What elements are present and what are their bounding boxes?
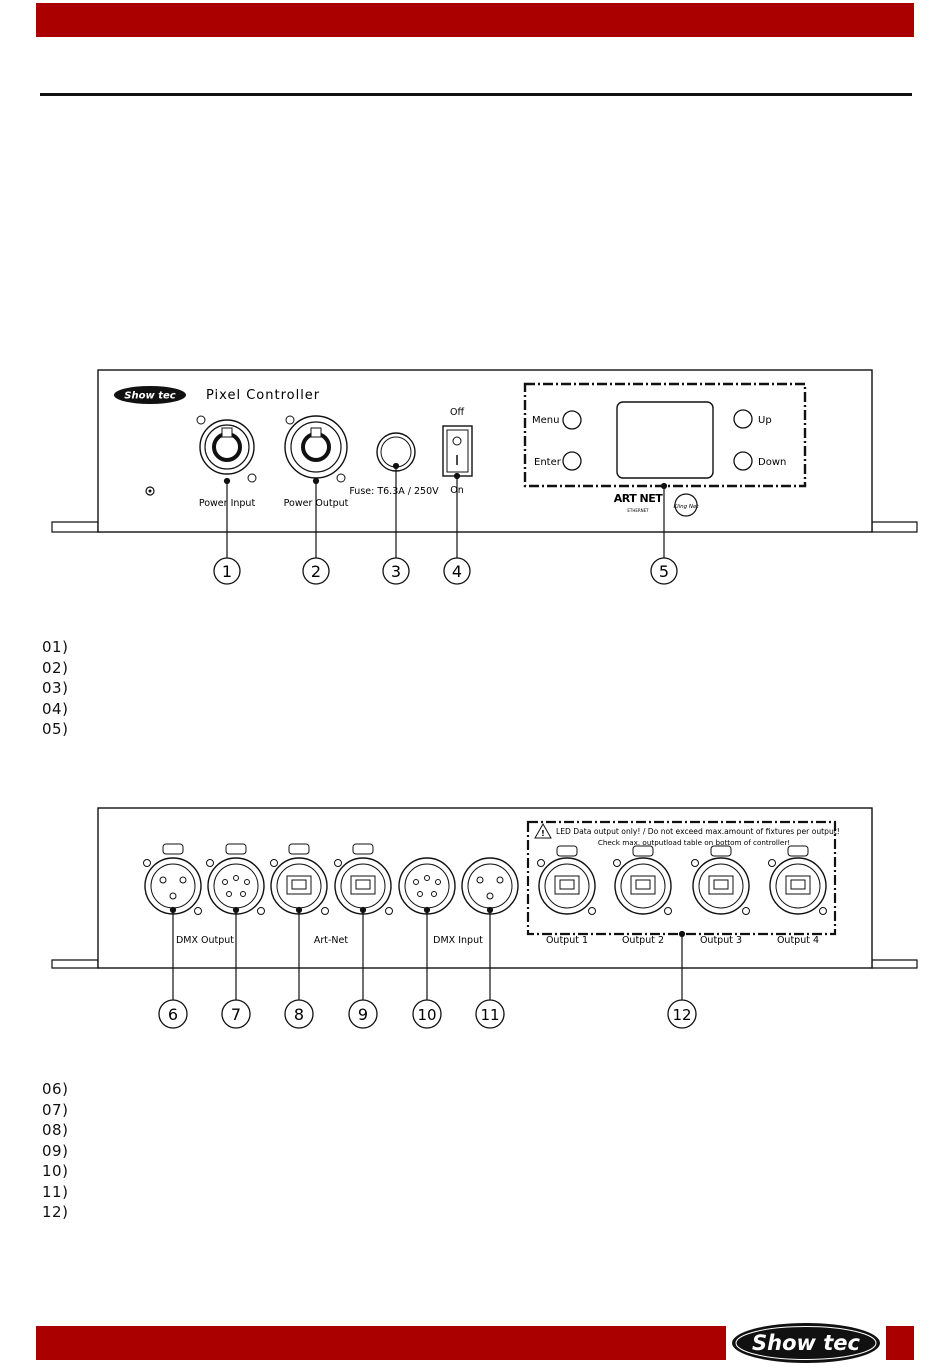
warning-icon	[534, 822, 552, 839]
fuse-label: Fuse: T6.3A / 250V	[349, 486, 439, 497]
model-label: Pixel Controller	[206, 388, 320, 403]
callout-9: 9	[358, 1005, 368, 1024]
callout-11: 11	[480, 1006, 499, 1024]
dmx-input-label: DMX Input	[433, 935, 483, 946]
power-switch	[442, 425, 473, 477]
legend-item: 02)	[42, 658, 69, 677]
right-flange	[871, 959, 918, 969]
legend-item: 03)	[42, 679, 69, 697]
warning-text-2: Check max. outputload table on bottom of…	[598, 838, 790, 847]
callout-8: 8	[294, 1005, 304, 1024]
back-panel-diagram: DMX Output Art-Net DMX Input	[51, 807, 918, 1029]
kling-net-logo	[674, 493, 698, 517]
artnet-logo-sub: ETHERNET	[627, 508, 649, 513]
legend-item: 01)	[42, 638, 69, 656]
callout-3: 3	[391, 562, 401, 581]
down-button[interactable]	[733, 451, 753, 471]
front-logo-text: Show tec	[124, 391, 175, 402]
legend-item: 10)	[42, 1162, 69, 1180]
front-callout-circles	[213, 557, 678, 585]
led-output-port-4	[768, 845, 827, 915]
output-4-label: Output 4	[777, 935, 819, 946]
artnet-logo: ART NET	[614, 492, 664, 505]
down-label: Down	[758, 457, 786, 468]
led-output-port-2	[613, 845, 672, 915]
front-legend: 01) 02) 03) 04) 05)	[42, 637, 68, 740]
back-legend: 06) 07) 08) 09) 10) 11) 12)	[42, 1079, 68, 1223]
callout-4: 4	[452, 562, 462, 581]
enter-label: Enter	[534, 457, 562, 468]
header-bar	[36, 3, 914, 37]
left-flange	[51, 959, 99, 969]
lcd-display	[616, 401, 714, 479]
legend-item: 04)	[42, 699, 69, 718]
artnet-port-2	[334, 843, 393, 915]
header-rule	[40, 93, 912, 96]
callout-12: 12	[672, 1006, 691, 1024]
back-callout-circles	[158, 999, 697, 1029]
callout-1: 1	[222, 562, 232, 581]
callout-7: 7	[231, 1005, 241, 1024]
callout-2: 2	[311, 562, 321, 581]
legend-item: 12)	[42, 1203, 69, 1221]
front-panel-diagram: Show tec Pixel Controller Power Input Po…	[51, 369, 918, 585]
right-flange	[871, 521, 918, 533]
dmx-output-label: DMX Output	[176, 935, 234, 946]
back-callout-leaders	[169, 906, 686, 1000]
menu-label: Menu	[532, 415, 559, 426]
left-flange	[51, 521, 99, 533]
output-3-label: Output 3	[700, 935, 742, 946]
warning-text-1: LED Data output only! / Do not exceed ma…	[556, 827, 840, 836]
legend-item: 06)	[42, 1080, 69, 1098]
output-2-label: Output 2	[622, 935, 664, 946]
legend-item: 11)	[42, 1182, 69, 1201]
power-output-connector	[284, 415, 348, 483]
menu-button[interactable]	[562, 410, 582, 430]
kling-net-logo-text: Kling Net	[673, 504, 699, 510]
svg-text:!: !	[541, 829, 545, 838]
footer-bar-end	[886, 1326, 914, 1360]
legend-item: 05)	[42, 720, 69, 738]
power-input-connector	[196, 415, 257, 483]
front-callout-leaders	[223, 462, 668, 558]
legend-item: 09)	[42, 1141, 69, 1160]
front-logo	[114, 386, 186, 404]
callout-10: 10	[417, 1006, 436, 1024]
ground-screw-icon	[145, 486, 155, 496]
up-button[interactable]	[733, 409, 753, 429]
legend-item: 08)	[42, 1121, 69, 1139]
callout-6: 6	[168, 1005, 178, 1024]
enter-button[interactable]	[562, 451, 582, 471]
footer-bar	[36, 1326, 726, 1360]
led-output-port-1	[537, 845, 596, 915]
switch-off-label: Off	[450, 407, 464, 418]
showtec-logo: Show tec	[732, 1323, 880, 1363]
callout-5: 5	[659, 562, 669, 581]
legend-item: 07)	[42, 1100, 69, 1119]
output-1-label: Output 1	[546, 935, 588, 946]
artnet-label: Art-Net	[314, 935, 349, 946]
led-output-port-3	[691, 845, 750, 915]
footer-logo-text: Show tec	[752, 1331, 860, 1355]
up-label: Up	[758, 415, 772, 426]
